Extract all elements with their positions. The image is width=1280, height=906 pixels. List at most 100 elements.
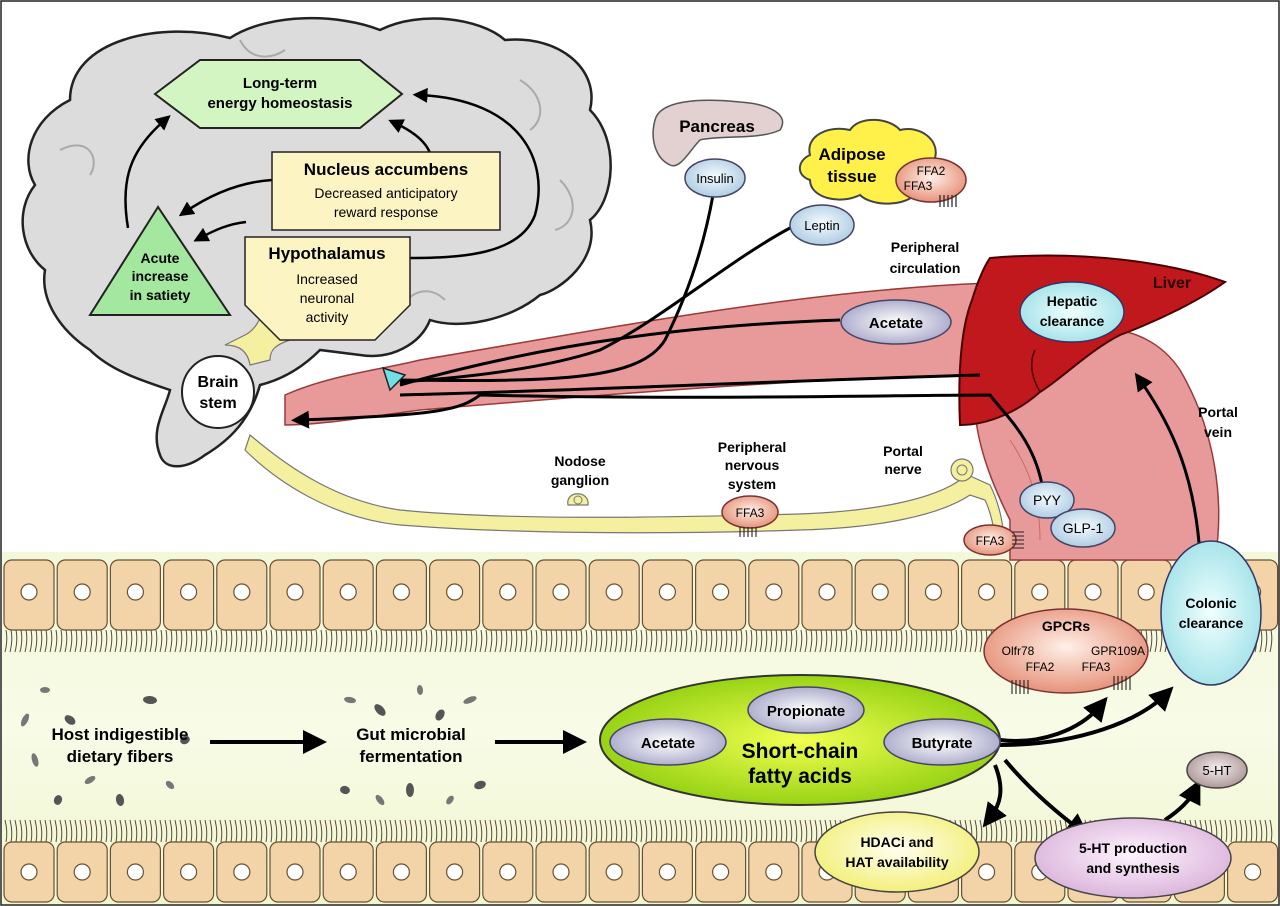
microbe <box>115 794 125 806</box>
peripheral-circulation-line1: Peripheral <box>891 239 959 255</box>
gut-arrows <box>210 686 1201 838</box>
brainstem-node: Brain stem <box>181 355 255 429</box>
microbe <box>446 795 454 805</box>
adipose-line2: tissue <box>827 167 876 186</box>
portal-vein-line2: vein <box>1204 424 1232 440</box>
scfa-line1: Short-chain <box>742 740 859 763</box>
ffa3-gut-label: FFA3 <box>976 534 1005 548</box>
hdac-node: HDACi and HAT availability <box>814 811 980 893</box>
acetate-gut-node: Acetate <box>609 718 727 766</box>
nodose-line2: ganglion <box>551 472 609 488</box>
colonic-line1: Colonic <box>1185 595 1237 611</box>
ffa3-gut-node: FFA3 <box>963 524 1024 556</box>
propionate-node: Propionate <box>747 686 865 734</box>
homeostasis-node: Long-term energy homeostasis <box>153 59 404 129</box>
portal-vein-line1: Portal <box>1198 404 1238 420</box>
gpcrs-node: GPCRs Olfr78 FFA2 GPR109A FFA3 <box>983 608 1149 694</box>
acetate-circulation-label: Acetate <box>869 315 923 332</box>
gpcrs-r3: GPR109A <box>1091 644 1145 658</box>
leptin-node: Leptin <box>789 204 855 246</box>
pyy-label: PYY <box>1033 492 1062 508</box>
hypothalamus-line3: activity <box>306 309 349 325</box>
microvilli-top <box>4 629 1273 653</box>
gpcrs-r1: Olfr78 <box>1002 644 1035 658</box>
gpcrs-r4: FFA3 <box>1082 660 1111 674</box>
microbe <box>435 709 445 721</box>
brain-arrows <box>124 87 540 260</box>
gut-microbes <box>20 685 486 806</box>
microbe <box>375 794 385 806</box>
hypothalamus-line2: neuronal <box>300 290 355 306</box>
peripheral-circulation-line2: circulation <box>890 260 961 276</box>
pns-line2: nervous <box>725 457 780 473</box>
acetate-gut-label: Acetate <box>641 735 695 752</box>
adipose-receptor-node: FFA2 FFA3 <box>895 157 967 207</box>
propionate-label: Propionate <box>767 703 845 720</box>
satiety-line2: increase <box>132 268 189 284</box>
fibers-line1: Host indigestible <box>52 725 189 744</box>
hepatic-line2: clearance <box>1040 313 1105 329</box>
nucleus-title: Nucleus accumbens <box>304 160 468 179</box>
satiety-node: Acute increase in satiety <box>88 205 232 316</box>
microbe <box>344 696 356 704</box>
pancreas-shape <box>652 99 784 167</box>
hepatic-clearance-node: Hepatic clearance <box>1019 281 1125 343</box>
ht-label: 5-HT <box>1203 763 1232 778</box>
microbe <box>416 685 424 695</box>
microbe <box>374 704 386 716</box>
gpcrs-title: GPCRs <box>1042 618 1090 634</box>
microbe <box>180 735 190 745</box>
glp1-node: GLP-1 <box>1050 508 1116 548</box>
microbe <box>20 713 30 727</box>
pns-line1: Peripheral <box>718 439 786 455</box>
microbe <box>405 783 415 797</box>
fibers-line2: dietary fibers <box>67 747 174 766</box>
ht-prod-line2: and synthesis <box>1086 860 1180 876</box>
pyy-node: PYY <box>1019 481 1075 519</box>
microbe <box>143 695 157 705</box>
pns-line3: system <box>728 476 776 492</box>
microbe <box>474 780 486 790</box>
leptin-label: Leptin <box>804 218 839 233</box>
butyrate-node: Butyrate <box>883 718 1001 766</box>
homeostasis-line1: Long-term <box>243 75 317 92</box>
ffa3-pns-node: FFA3 <box>721 495 779 537</box>
colonic-line2: clearance <box>1179 615 1244 631</box>
nucleus-line1: Decreased anticipatory <box>314 185 457 201</box>
adipose-line1: Adipose <box>818 145 885 164</box>
acetate-circulation-node: Acetate <box>840 299 952 345</box>
brainstem-line2: stem <box>199 395 236 412</box>
liver-label: Liver <box>1153 275 1191 292</box>
adipose-receptor-line1: FFA2 <box>917 164 946 178</box>
homeostasis-line2: energy homeostasis <box>207 95 352 112</box>
glp1-label: GLP-1 <box>1063 520 1104 536</box>
nucleus-line2: reward response <box>334 204 438 220</box>
gpcrs-r2: FFA2 <box>1026 660 1055 674</box>
portal-nerve-line2: nerve <box>884 461 922 477</box>
insulin-node: Insulin <box>684 158 746 198</box>
microbe <box>463 696 477 704</box>
scfa-node: Short-chain fatty acids <box>599 674 1001 806</box>
hypothalamus-title: Hypothalamus <box>268 244 385 263</box>
hdac-line1: HDACi and <box>860 834 933 850</box>
hdac-line2: HAT availability <box>845 854 948 870</box>
adipose-receptor-line2: FFA3 <box>904 179 933 193</box>
nucleus-accumbens-node: Nucleus accumbens Decreased anticipatory… <box>271 151 501 231</box>
microbe <box>165 780 175 790</box>
ffa3-pns-label: FFA3 <box>736 506 765 520</box>
brainstem-line1: Brain <box>198 374 239 391</box>
colonic-clearance-node: Colonic clearance <box>1160 540 1262 686</box>
portal-nerve-line1: Portal <box>883 443 923 459</box>
hypothalamus-node: Hypothalamus Increased neuronal activity <box>244 236 411 341</box>
satiety-line1: Acute <box>141 250 180 266</box>
microbe <box>40 687 50 693</box>
signal-lines <box>291 194 1202 556</box>
serotonin-production-node: 5-HT production and synthesis <box>1034 817 1232 899</box>
satiety-line3: in satiety <box>130 287 191 303</box>
microbe <box>53 795 63 805</box>
hepatic-line1: Hepatic <box>1047 293 1098 309</box>
scfa-line2: fatty acids <box>748 765 852 788</box>
ht-prod-line1: 5-HT production <box>1079 840 1187 856</box>
